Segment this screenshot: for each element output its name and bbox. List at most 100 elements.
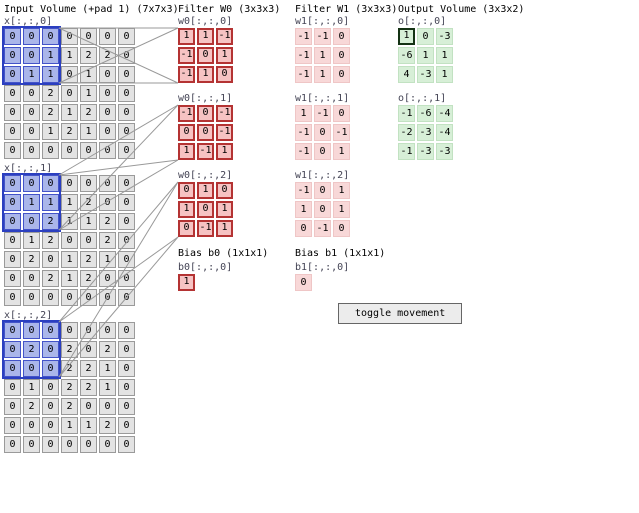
- grid-cell: 2: [61, 123, 78, 140]
- grid-cell: 1: [216, 201, 233, 218]
- grid-cell: 1: [99, 251, 116, 268]
- grid-cell: 1: [99, 379, 116, 396]
- w1-slice1-label: w1[:,:,1]: [295, 93, 350, 104]
- grid-cell: 1: [436, 66, 453, 83]
- grid-cell: 0: [99, 85, 116, 102]
- grid-cell: 1: [216, 143, 233, 160]
- grid-cell: 1: [61, 47, 78, 64]
- grid-cell: 1: [61, 213, 78, 230]
- grid-cell: 0: [4, 322, 21, 339]
- w1-slice0-label: w1[:,:,0]: [295, 16, 350, 27]
- grid-cell: 0: [99, 104, 116, 121]
- grid-cell: 0: [42, 379, 59, 396]
- grid-cell: 0: [42, 360, 59, 377]
- bias-b0-title: Bias b0 (1x1x1): [178, 248, 269, 259]
- grid-cell: 1: [197, 66, 214, 83]
- grid-cell: 0: [42, 289, 59, 306]
- grid-cell: -1: [197, 220, 214, 237]
- bias-b1-title: Bias b1 (1x1x1): [295, 248, 386, 259]
- grid-cell: 0: [23, 417, 40, 434]
- grid-cell: 0: [4, 232, 21, 249]
- grid-cell: 0: [80, 289, 97, 306]
- grid-cell: -1: [398, 105, 415, 122]
- grid-cell: 0: [118, 85, 135, 102]
- grid-cell: 0: [314, 182, 331, 199]
- grid-cell: 0: [314, 143, 331, 160]
- grid-cell: -1: [178, 105, 195, 122]
- grid-cell: 0: [4, 123, 21, 140]
- grid-cell: 0: [23, 85, 40, 102]
- grid-cell: 0: [4, 85, 21, 102]
- grid-cell: 0: [80, 28, 97, 45]
- grid-cell: 2: [23, 251, 40, 268]
- grid-cell: 0: [23, 289, 40, 306]
- grid-cell: 0: [4, 175, 21, 192]
- grid-cell: 2: [80, 270, 97, 287]
- grid-cell: 0: [42, 175, 59, 192]
- grid-cell: 0: [197, 105, 214, 122]
- grid-cell: 1: [295, 201, 312, 218]
- grid-cell: 0: [23, 142, 40, 159]
- grid-cell: 0: [80, 322, 97, 339]
- bias-b0-cell: 1: [178, 274, 195, 291]
- grid-cell: -3: [436, 143, 453, 160]
- grid-cell: 1: [61, 270, 78, 287]
- grid-cell: 0: [99, 398, 116, 415]
- grid-cell: 1: [99, 360, 116, 377]
- grid-cell: 0: [80, 175, 97, 192]
- grid-cell: -1: [295, 28, 312, 45]
- output-volume-title: Output Volume (3x3x2): [398, 4, 525, 15]
- grid-cell: 2: [23, 341, 40, 358]
- grid-cell: -1: [197, 143, 214, 160]
- toggle-movement-button[interactable]: toggle movement: [338, 303, 463, 324]
- grid-cell: 0: [99, 175, 116, 192]
- grid-cell: 0: [61, 142, 78, 159]
- grid-cell: 0: [4, 66, 21, 83]
- grid-cell: -1: [216, 105, 233, 122]
- grid-cell: 0: [99, 289, 116, 306]
- grid-cell: 2: [80, 360, 97, 377]
- grid-cell: 2: [99, 341, 116, 358]
- grid-cell: 0: [23, 175, 40, 192]
- bias-b0-label: b0[:,:,0]: [178, 262, 233, 273]
- grid-cell: 0: [118, 270, 135, 287]
- grid-cell: 0: [4, 104, 21, 121]
- grid-cell: -3: [436, 28, 453, 45]
- grid-cell: 0: [99, 142, 116, 159]
- grid-cell: 1: [417, 47, 434, 64]
- grid-cell: 0: [216, 182, 233, 199]
- grid-cell: 0: [118, 289, 135, 306]
- grid-cell: 2: [99, 417, 116, 434]
- grid-cell: 2: [61, 379, 78, 396]
- grid-cell: -1: [314, 105, 331, 122]
- grid-cell: 0: [314, 124, 331, 141]
- grid-cell: 0: [42, 436, 59, 453]
- grid-cell: -1: [216, 124, 233, 141]
- grid-cell: 0: [118, 322, 135, 339]
- grid-cell: 0: [80, 341, 97, 358]
- grid-cell: 1: [333, 143, 350, 160]
- grid-cell: 0: [333, 28, 350, 45]
- grid-cell: 0: [118, 142, 135, 159]
- grid-cell: 1: [295, 105, 312, 122]
- grid-cell: 0: [333, 66, 350, 83]
- grid-cell: 0: [4, 251, 21, 268]
- grid-cell: 2: [99, 213, 116, 230]
- grid-cell: 1: [42, 194, 59, 211]
- grid-cell: 4: [398, 66, 415, 83]
- output-slice0-label: o[:,:,0]: [398, 16, 447, 27]
- grid-cell: 0: [80, 232, 97, 249]
- grid-cell: 0: [178, 182, 195, 199]
- grid-cell: 0: [4, 270, 21, 287]
- grid-cell: 0: [4, 213, 21, 230]
- grid-cell: 2: [42, 104, 59, 121]
- grid-cell: 0: [118, 341, 135, 358]
- grid-cell: 0: [178, 124, 195, 141]
- grid-cell: -6: [417, 105, 434, 122]
- w1-slice2-label: w1[:,:,2]: [295, 170, 350, 181]
- grid-cell: 0: [4, 398, 21, 415]
- grid-cell: -1: [314, 220, 331, 237]
